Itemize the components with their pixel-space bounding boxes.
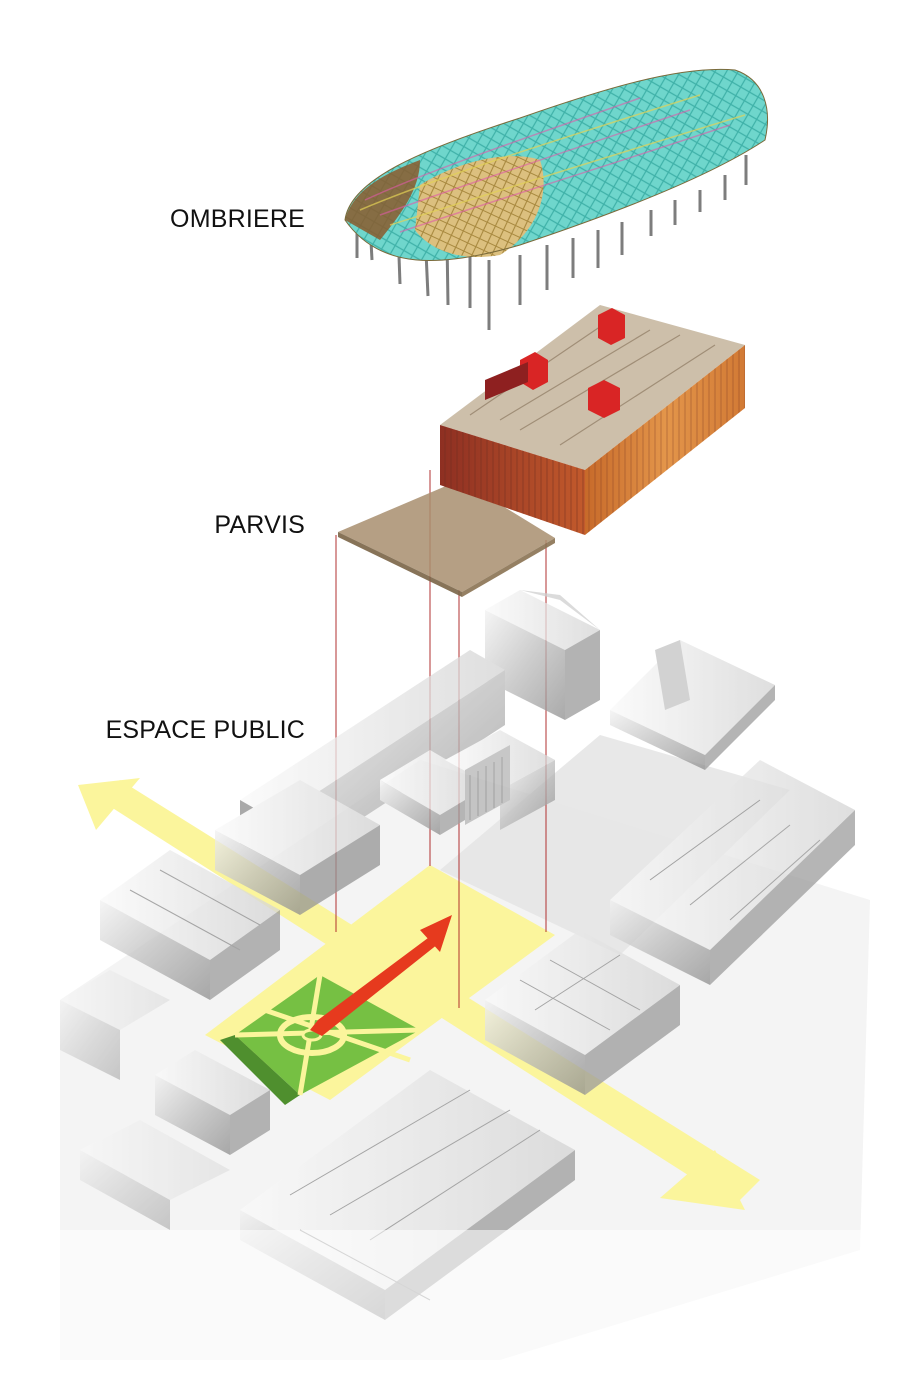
block-east-cluster [610, 760, 855, 985]
core-red-3 [588, 380, 620, 418]
espace-public-label: ESPACE PUBLIC [105, 716, 305, 744]
block-far-west [60, 970, 230, 1230]
axis-arrowhead-southeast [660, 1150, 745, 1210]
espace-public-layer [0, 470, 900, 1387]
block-west-cluster [100, 850, 280, 1000]
parvis-layer [338, 305, 745, 597]
direction-arrow-icon [310, 915, 452, 1036]
block-south-west [155, 1050, 270, 1155]
green-square [220, 974, 421, 1105]
ombriere-canopy [344, 68, 768, 262]
block-mid-cluster [380, 730, 555, 835]
ombriere-layer [344, 68, 768, 330]
bottom-fade [0, 1230, 900, 1387]
ombriere-label: OMBRIERE [170, 205, 305, 233]
block-tall [485, 590, 600, 720]
axis-arrowhead-northwest [78, 778, 140, 830]
block-west-slab [215, 780, 380, 915]
core-red-1 [598, 308, 625, 345]
block-northeast [610, 640, 775, 770]
main-building-volume [440, 305, 745, 535]
parvis-plate [338, 480, 555, 592]
plaza-surface [440, 735, 790, 955]
block-south-east [485, 930, 680, 1095]
core-red-4 [485, 362, 528, 400]
parvis-label: PARVIS [214, 511, 305, 539]
